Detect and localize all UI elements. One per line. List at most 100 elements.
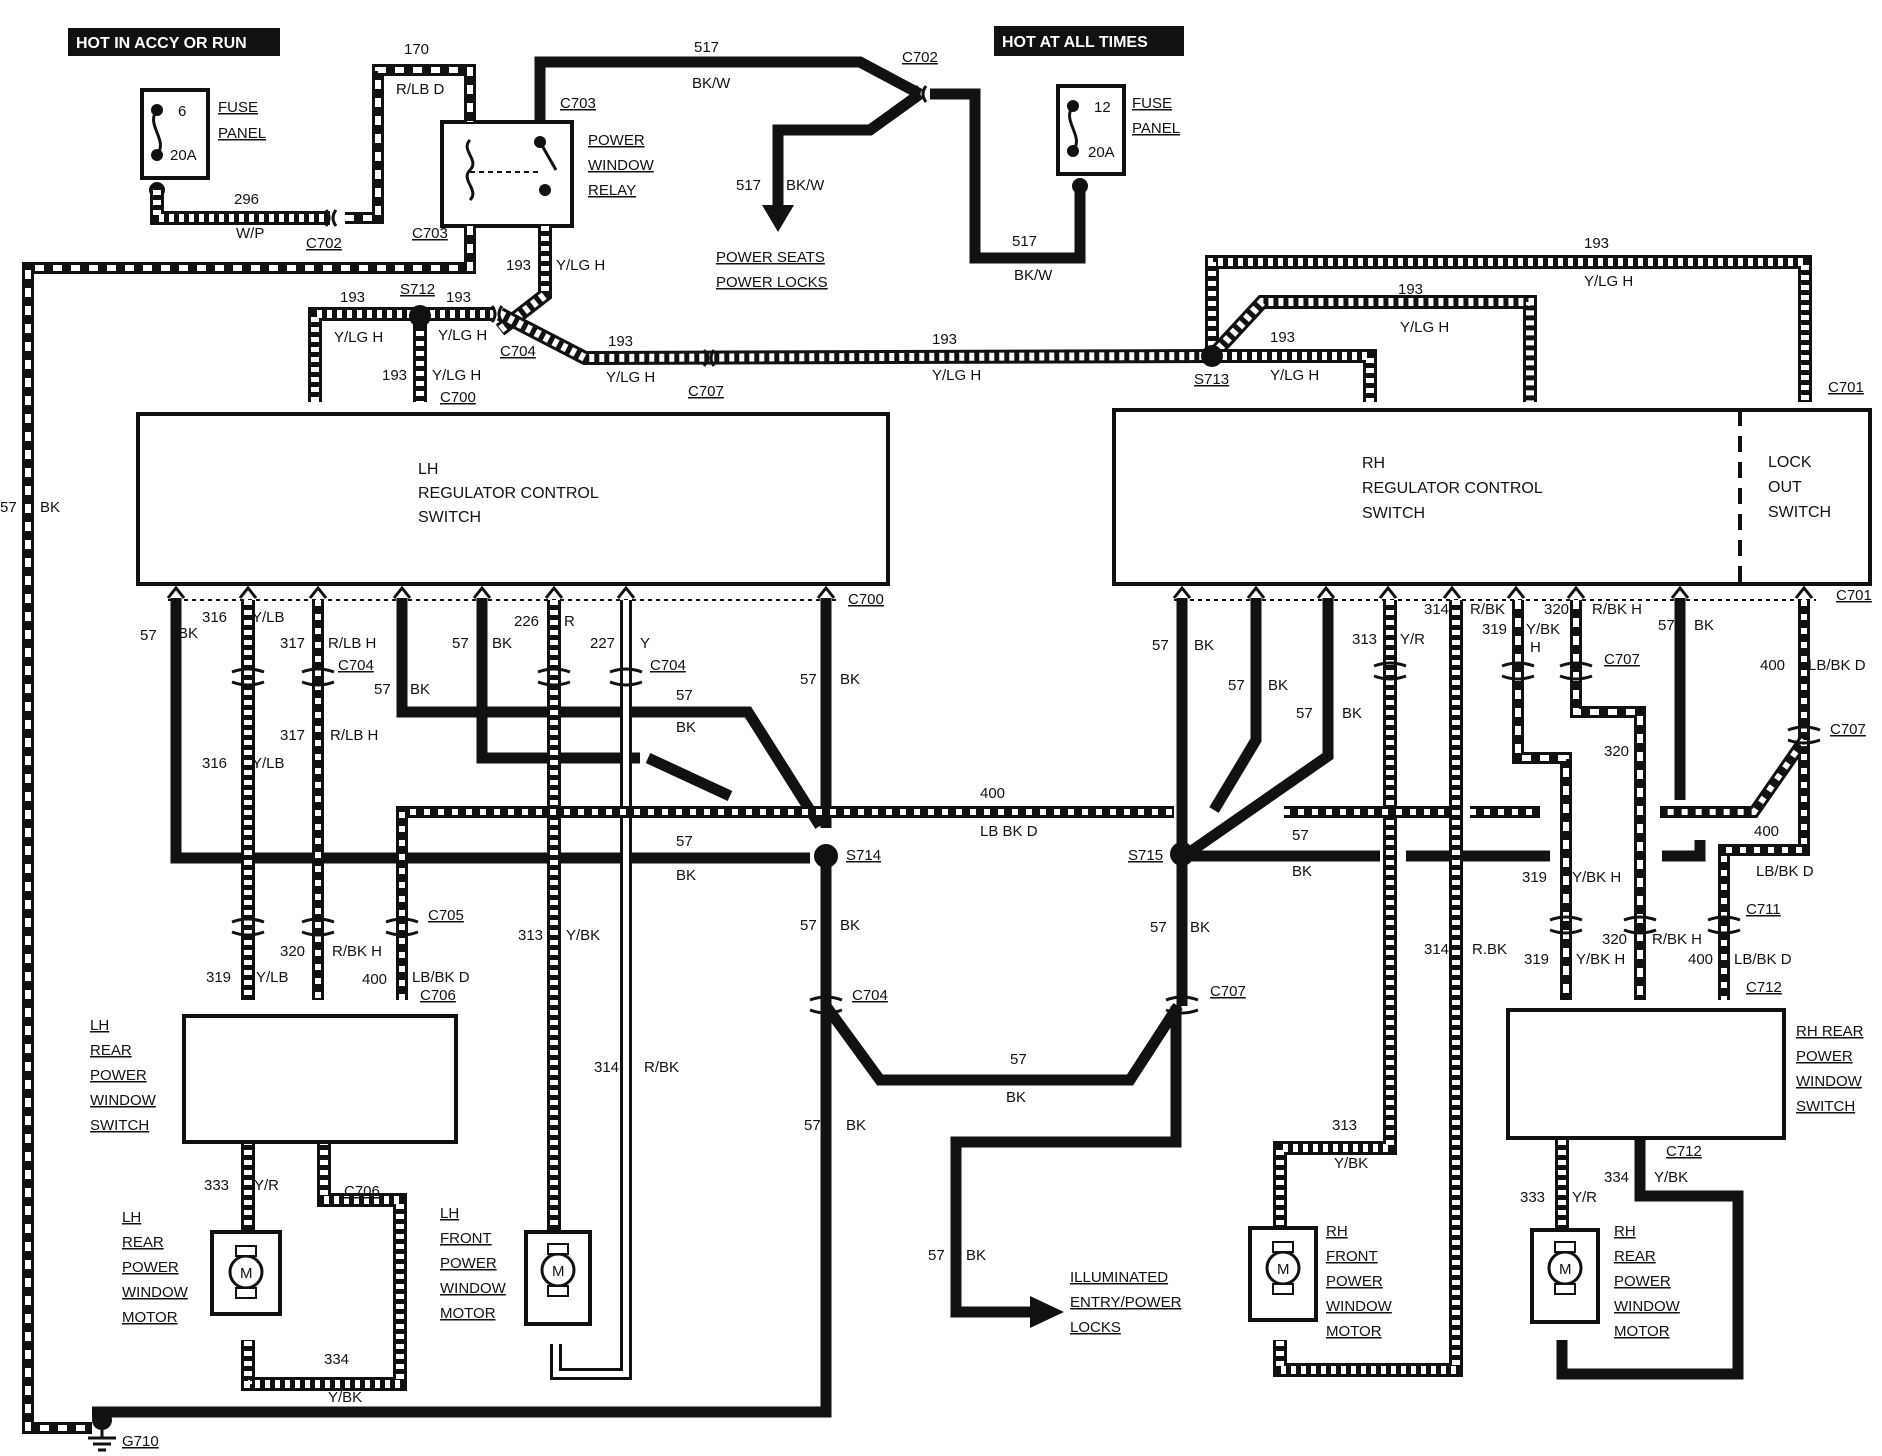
connector-labels: C703 C703 C702 C702 C700 C700 C701 C701 … (306, 49, 1872, 1200)
svg-text:Y/LB: Y/LB (252, 755, 285, 772)
svg-text:C706: C706 (420, 987, 456, 1004)
svg-text:R/BK H: R/BK H (1652, 931, 1702, 948)
svg-text:BK: BK (676, 867, 696, 884)
svg-text:314: 314 (1424, 941, 1449, 958)
svg-text:FUSE: FUSE (218, 99, 258, 116)
svg-text:BK: BK (492, 635, 512, 652)
svg-text:LH: LH (418, 461, 438, 478)
wire-313-rh (1273, 600, 1397, 1240)
svg-text:LB/BK D: LB/BK D (1756, 863, 1814, 880)
svg-text:517: 517 (694, 39, 719, 56)
svg-text:WINDOW: WINDOW (90, 1092, 157, 1109)
svg-text:333: 333 (1520, 1189, 1545, 1206)
connector-c701-bottom (1172, 585, 1816, 601)
svg-text:BK: BK (1190, 919, 1210, 936)
svg-text:WINDOW: WINDOW (1614, 1298, 1681, 1315)
svg-text:Y/LG H: Y/LG H (606, 369, 655, 386)
wire-400-rh (1284, 600, 1810, 1000)
svg-text:517: 517 (736, 177, 761, 194)
svg-text:C703: C703 (412, 225, 448, 242)
svg-text:334: 334 (324, 1351, 349, 1368)
svg-text:LH: LH (90, 1017, 109, 1034)
svg-text:R/LB H: R/LB H (330, 727, 378, 744)
svg-text:334: 334 (1604, 1169, 1629, 1186)
svg-text:C707: C707 (1830, 721, 1866, 738)
svg-text:193: 193 (1270, 329, 1295, 346)
svg-text:R/BK: R/BK (644, 1059, 679, 1076)
svg-text:REGULATOR CONTROL: REGULATOR CONTROL (418, 485, 599, 502)
svg-text:PANEL: PANEL (1132, 120, 1180, 137)
svg-text:BK: BK (40, 499, 60, 516)
svg-text:57: 57 (1010, 1051, 1027, 1068)
svg-text:RH: RH (1362, 455, 1385, 472)
lh-rear-power-window-switch (182, 1014, 458, 1144)
svg-text:BK/W: BK/W (692, 75, 731, 92)
svg-text:400: 400 (362, 971, 387, 988)
svg-text:C700: C700 (848, 591, 884, 608)
svg-text:HOT IN ACCY OR RUN: HOT IN ACCY OR RUN (76, 35, 247, 52)
svg-text:C702: C702 (306, 235, 342, 252)
svg-text:193: 193 (506, 257, 531, 274)
svg-text:REAR: REAR (90, 1042, 132, 1059)
svg-text:RELAY: RELAY (588, 182, 636, 199)
svg-text:C707: C707 (1604, 651, 1640, 668)
svg-text:REGULATOR CONTROL: REGULATOR CONTROL (1362, 480, 1543, 497)
svg-text:313: 313 (1332, 1117, 1357, 1134)
svg-text:320: 320 (280, 943, 305, 960)
svg-text:LB/BK D: LB/BK D (412, 969, 470, 986)
svg-text:C707: C707 (688, 383, 724, 400)
banner-hot-all-times: HOT AT ALL TIMES (994, 26, 1184, 56)
svg-text:POWER: POWER (1796, 1048, 1853, 1065)
svg-text:193: 193 (446, 289, 471, 306)
splice-s713 (1201, 345, 1223, 367)
svg-text:POWER: POWER (1326, 1273, 1383, 1290)
svg-text:M: M (1277, 1261, 1290, 1278)
svg-text:Y/LG H: Y/LG H (1400, 319, 1449, 336)
svg-text:BK: BK (840, 671, 860, 688)
wire-517-c702-fuse (930, 88, 1086, 264)
svg-text:313: 313 (518, 927, 543, 944)
svg-text:SWITCH: SWITCH (1362, 505, 1425, 522)
svg-text:BK: BK (1342, 705, 1362, 722)
svg-text:REAR: REAR (122, 1234, 164, 1251)
svg-text:LH: LH (440, 1205, 459, 1222)
banner-hot-accy-run: HOT IN ACCY OR RUN (68, 28, 280, 56)
svg-text:Y/LG H: Y/LG H (334, 329, 383, 346)
svg-text:C705: C705 (428, 907, 464, 924)
svg-text:MOTOR: MOTOR (122, 1309, 178, 1326)
rh-regulator-control-switch (1112, 408, 1872, 586)
svg-text:Y/R: Y/R (254, 1177, 279, 1194)
svg-text:POWER: POWER (440, 1255, 497, 1272)
svg-text:MOTOR: MOTOR (440, 1305, 496, 1322)
svg-text:193: 193 (382, 367, 407, 384)
svg-text:C704: C704 (852, 987, 888, 1004)
illuminated-entry-label: ILLUMINATED (1070, 1269, 1168, 1286)
svg-text:319: 319 (206, 969, 231, 986)
splice-s712 (409, 305, 431, 327)
splice-s714 (814, 844, 838, 868)
connector-c700-bottom (166, 585, 836, 601)
svg-text:FRONT: FRONT (1326, 1248, 1378, 1265)
svg-text:LB BK D: LB BK D (980, 823, 1038, 840)
rh-rear-power-window-motor: M (1530, 1228, 1600, 1324)
svg-text:Y/BK H: Y/BK H (1572, 869, 1621, 886)
svg-text:193: 193 (1398, 281, 1423, 298)
svg-text:S713: S713 (1194, 371, 1229, 388)
svg-text:S714: S714 (846, 847, 881, 864)
svg-text:POWER: POWER (90, 1067, 147, 1084)
svg-text:R: R (564, 613, 575, 630)
svg-text:320: 320 (1544, 601, 1569, 618)
wire-193-lh (308, 307, 495, 402)
svg-text:BK: BK (1268, 677, 1288, 694)
svg-text:Y/LG H: Y/LG H (932, 367, 981, 384)
svg-text:BK/W: BK/W (1014, 267, 1053, 284)
svg-text:POWER: POWER (1614, 1273, 1671, 1290)
svg-text:WINDOW: WINDOW (440, 1280, 507, 1297)
power-seats-locks-label: POWER SEATS (716, 249, 825, 266)
svg-text:Y/BK: Y/BK (566, 927, 600, 944)
svg-text:12: 12 (1094, 99, 1111, 116)
svg-text:BK: BK (840, 917, 860, 934)
svg-text:C712: C712 (1666, 1143, 1702, 1160)
svg-text:57: 57 (452, 635, 469, 652)
svg-text:20A: 20A (1088, 144, 1115, 161)
